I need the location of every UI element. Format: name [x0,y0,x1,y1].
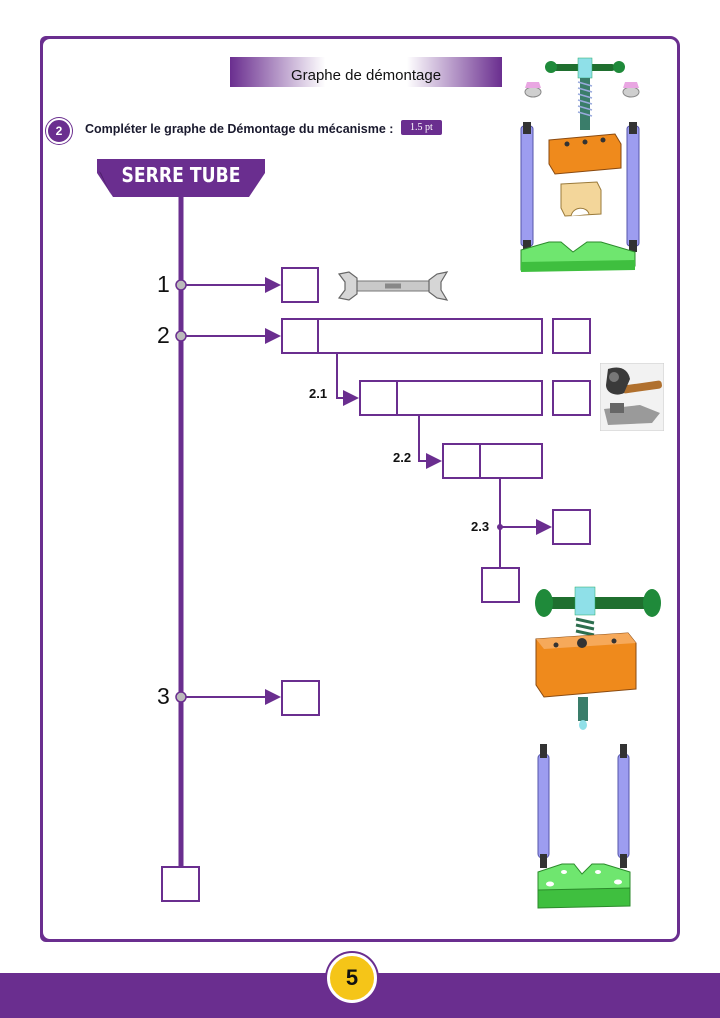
answer-box-2-1-code[interactable] [359,380,398,416]
question-number: 2 [46,118,72,144]
screw-assembly [535,586,661,730]
step-2-3-label: 2.3 [471,519,490,534]
step-2-1-label: 2.1 [309,386,328,401]
page-number: 5 [327,953,377,1003]
answer-box-2-result[interactable] [552,318,591,354]
page-title: Graphe de démontage [290,66,442,84]
step-1-label: 1 [157,271,170,297]
exploded-view-parts [520,57,640,272]
root-banner [97,159,265,197]
answer-box-2-code[interactable] [281,318,319,354]
answer-box-2-1-result[interactable] [552,380,591,416]
base-block [537,863,631,909]
step-2-2-label: 2.2 [393,450,412,465]
step-3-label: 3 [157,683,170,709]
root-label: SERRE TUBE [121,163,241,187]
step-2-label: 2 [157,322,170,348]
wrench-icon [337,271,449,301]
answer-box-final[interactable] [161,866,200,902]
answer-box-2-2-code[interactable] [442,443,481,479]
answer-box-2-3[interactable] [552,509,591,545]
question-text: Compléter le graphe de Démontage du méca… [85,122,394,136]
answer-box-2-2[interactable] [442,443,543,479]
answer-box-1[interactable] [281,267,319,303]
guide-rods [537,744,630,868]
answer-box-3[interactable] [281,680,320,716]
answer-box-2[interactable] [281,318,543,354]
hammer-icon [600,363,664,431]
points-badge: 1.5 pt [401,120,442,135]
answer-box-2-end[interactable] [481,567,520,603]
title-bar: Graphe de démontage [230,57,502,87]
